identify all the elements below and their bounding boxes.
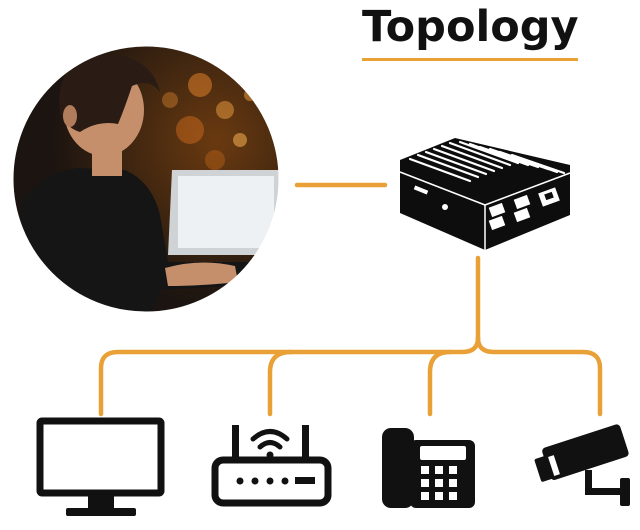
security-camera-icon (532, 423, 630, 506)
link-monitor (101, 338, 478, 414)
link-router (270, 352, 291, 414)
link-camera (478, 338, 600, 414)
monitor-icon (40, 421, 161, 516)
desk-phone-icon (382, 428, 475, 508)
router-icon (215, 425, 328, 503)
link-phone (430, 352, 450, 414)
mini-pc-icon (400, 138, 570, 250)
